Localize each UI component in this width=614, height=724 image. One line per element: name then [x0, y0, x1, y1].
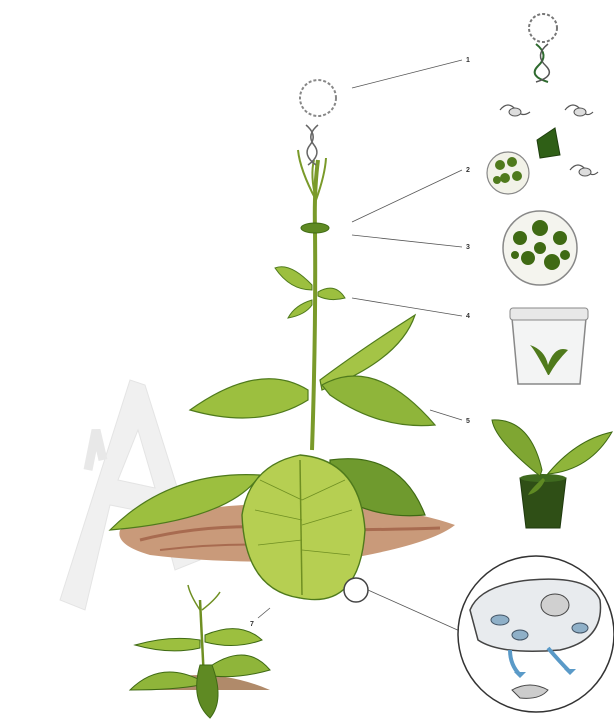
step-label-2: 2	[466, 167, 470, 174]
step-label-3: 3	[466, 244, 470, 251]
front-leaf	[242, 455, 365, 600]
step-label-4: 4	[466, 313, 470, 320]
step-label-7: 7	[250, 621, 254, 628]
step-6-cell-closeup	[458, 556, 614, 712]
small-plant	[130, 585, 270, 718]
step-2-agrobacteria-infection	[487, 105, 598, 194]
step-label-5: 5	[466, 418, 470, 425]
step-3-callus-dish	[503, 211, 577, 285]
step-label-1: 1	[466, 57, 470, 64]
step-1-plasmid	[529, 14, 557, 82]
step-4-culture-jar	[510, 308, 588, 384]
step-5-potted-plant	[492, 420, 612, 528]
